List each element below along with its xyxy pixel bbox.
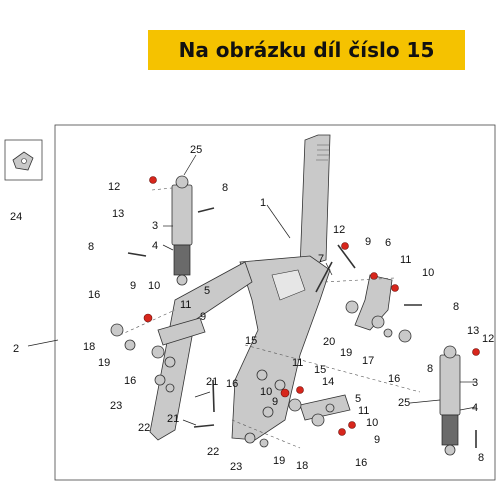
right-shock-bottom-eye — [444, 444, 456, 456]
label-11: 11 — [180, 299, 191, 311]
label-10: 10 — [366, 417, 378, 429]
label-9: 9 — [200, 311, 206, 323]
right-shock-body — [439, 354, 461, 416]
label-4: 4 — [152, 240, 158, 252]
label-19: 19 — [273, 455, 285, 467]
label-20: 20 — [323, 336, 335, 348]
assembly-frame — [54, 124, 496, 481]
label-23: 23 — [110, 400, 122, 412]
assembly-dash-lines — [119, 187, 421, 449]
label-11: 11 — [292, 357, 303, 369]
part-number-banner: Na obrázku díl číslo 15 — [148, 30, 465, 70]
label-25: 25 — [190, 144, 202, 156]
left-shock-body — [171, 184, 193, 246]
left-fork-leg — [149, 261, 253, 441]
label-8: 8 — [88, 241, 94, 253]
label-10: 10 — [422, 267, 434, 279]
leader-2 — [27, 339, 59, 347]
label-22: 22 — [207, 446, 219, 458]
label-4: 4 — [472, 402, 478, 414]
part-24-box — [4, 139, 43, 181]
label-21: 21 — [167, 413, 179, 425]
label-21: 21 — [206, 376, 218, 388]
right-shock-rod — [441, 414, 459, 446]
label-2: 2 — [13, 343, 19, 355]
lower-link-left — [157, 317, 206, 346]
label-15: 15 — [314, 364, 326, 376]
label-16: 16 — [226, 378, 238, 390]
label-15: 15 — [245, 335, 257, 347]
lower-link-right — [299, 394, 351, 421]
label-16: 16 — [388, 373, 400, 385]
label-3: 3 — [472, 377, 478, 389]
label-9: 9 — [374, 434, 380, 446]
label-24: 24 — [10, 211, 22, 223]
label-10: 10 — [260, 386, 272, 398]
label-3: 3 — [152, 220, 158, 232]
label-23: 23 — [230, 461, 242, 473]
label-6: 6 — [385, 237, 391, 249]
label-9: 9 — [272, 396, 278, 408]
left-shock-bottom-eye — [176, 274, 188, 286]
fork-body — [231, 255, 331, 441]
label-9: 9 — [130, 280, 136, 292]
label-12: 12 — [108, 181, 120, 193]
label-12: 12 — [333, 224, 345, 236]
banner-text: Na obrázku díl číslo 15 — [178, 38, 435, 62]
label-12: 12 — [482, 333, 494, 345]
label-22: 22 — [138, 422, 150, 434]
nuts — [143, 176, 480, 436]
label-16: 16 — [124, 375, 136, 387]
right-shock-top-eye — [443, 345, 457, 359]
label-18: 18 — [83, 341, 95, 353]
label-17: 17 — [362, 355, 374, 367]
left-shock-rod — [173, 244, 191, 276]
bolts — [127, 207, 477, 448]
label-8: 8 — [222, 182, 228, 194]
label-13: 13 — [112, 208, 124, 220]
label-14: 14 — [322, 376, 334, 388]
label-19: 19 — [98, 357, 110, 369]
label-5: 5 — [204, 285, 210, 297]
label-13: 13 — [467, 325, 479, 337]
steering-tube-threads — [316, 144, 329, 161]
label-16: 16 — [355, 457, 367, 469]
right-link-arm — [354, 274, 393, 331]
fork-crown-window — [271, 269, 306, 301]
bushings — [110, 300, 412, 448]
left-shock-top-eye — [175, 175, 189, 189]
label-11: 11 — [358, 405, 369, 417]
callout-labels: 24 2 25 12 13 8 3 8 4 1 12 7 9 6 11 10 8… — [10, 144, 494, 473]
label-8: 8 — [453, 301, 459, 313]
label-8: 8 — [427, 363, 433, 375]
label-8: 8 — [478, 452, 484, 464]
label-11: 11 — [400, 254, 411, 266]
label-10: 10 — [148, 280, 160, 292]
label-5: 5 — [355, 393, 361, 405]
label-1: 1 — [260, 197, 266, 209]
label-7: 7 — [318, 253, 324, 265]
part-24-hole — [21, 158, 27, 164]
label-16: 16 — [88, 289, 100, 301]
label-25: 25 — [398, 397, 410, 409]
leader-lines — [162, 154, 477, 426]
label-18: 18 — [296, 460, 308, 472]
label-19: 19 — [340, 347, 352, 359]
label-9: 9 — [365, 236, 371, 248]
